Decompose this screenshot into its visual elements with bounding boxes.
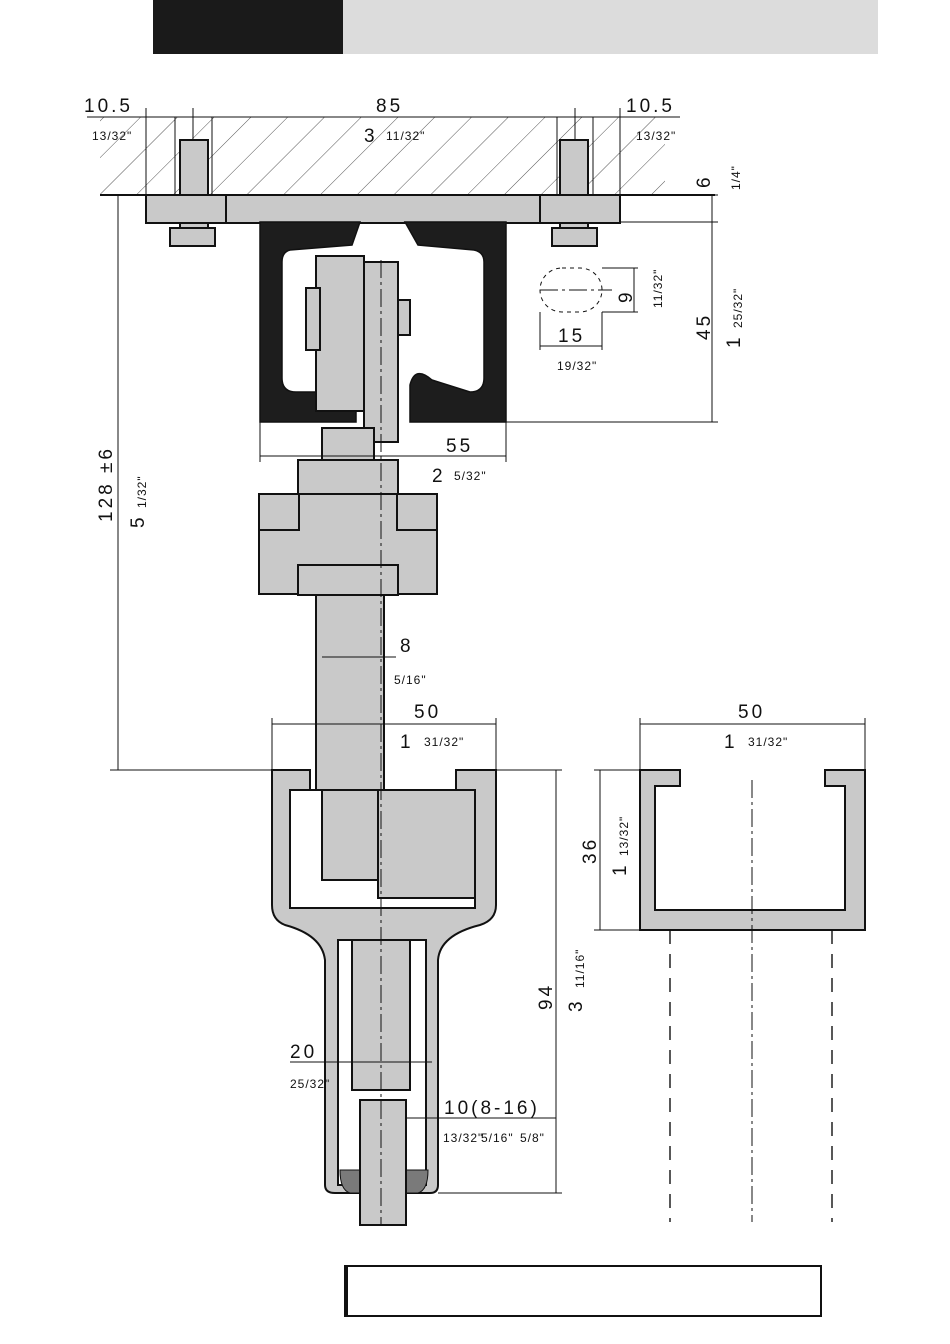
dim-total-h-in-frac: 1/32" [135, 475, 149, 508]
dimension-lines [87, 108, 865, 1193]
dim-top-center-in-frac: 11/32" [386, 129, 425, 143]
dim-bolt-mm: 8 [400, 636, 414, 657]
clamp-body [272, 770, 496, 1225]
dim-glass-in-c: 5/8" [520, 1131, 545, 1145]
dim-plate-in: 1/4" [729, 165, 743, 190]
dim-channel-w-in-whole: 1 [724, 732, 738, 753]
dim-gap-mm: 20 [290, 1042, 317, 1063]
dim-glass-in-a: 13/32" [443, 1131, 483, 1145]
dim-clamp-w-mm: 50 [414, 702, 441, 723]
caption-box [344, 1265, 822, 1317]
dim-track-w-mm: 55 [446, 436, 473, 457]
dim-plate-mm: 6 [694, 174, 715, 188]
mounting-plate [226, 195, 540, 223]
dim-bolt-in: 5/16" [394, 673, 427, 687]
dim-top-center-in-whole: 3 [364, 126, 378, 147]
dim-channel-h-mm: 36 [580, 837, 601, 864]
channel-profile [640, 770, 865, 1222]
dim-track-w-in-whole: 2 [432, 466, 446, 487]
dim-clamp-w-in-frac: 31/32" [424, 735, 464, 749]
dim-slot-w-in: 19/32" [557, 359, 597, 373]
dim-slot-w-mm: 15 [558, 326, 585, 347]
dim-track-h-in-frac: 25/32" [731, 288, 745, 328]
dim-top-center-mm: 85 [376, 96, 403, 117]
dim-top-right-in: 13/32" [636, 129, 676, 143]
dim-total-h-mm: 128 ±6 [96, 446, 117, 522]
dim-clamp-w-in-whole: 1 [400, 732, 414, 753]
dim-channel-h-in-whole: 1 [610, 862, 631, 876]
dim-channel-w-in-frac: 31/32" [748, 735, 788, 749]
dim-slot-h-in: 11/32" [651, 269, 665, 308]
dim-slot-h-mm: 9 [616, 289, 637, 303]
dim-clamp-h-in-whole: 3 [566, 998, 587, 1012]
dim-track-h-mm: 45 [694, 313, 715, 340]
dim-glass-mm: 10(8-16) [444, 1098, 540, 1119]
dim-clamp-h-in-frac: 11/16" [573, 949, 587, 988]
dim-top-left-mm: 10.5 [84, 96, 133, 117]
dim-clamp-h-mm: 94 [536, 983, 557, 1010]
dim-channel-h-in-frac: 13/32" [617, 816, 631, 856]
dim-top-right-mm: 10.5 [626, 96, 675, 117]
dim-total-h-in-whole: 5 [128, 514, 149, 528]
dim-top-left-in: 13/32" [92, 129, 132, 143]
dim-glass-in-b: 5/16" [481, 1131, 514, 1145]
dim-track-w-in-frac: 5/32" [454, 469, 487, 483]
dim-gap-in: 25/32" [290, 1077, 330, 1091]
dim-track-h-in-whole: 1 [724, 334, 745, 348]
dim-channel-w-mm: 50 [738, 702, 765, 723]
